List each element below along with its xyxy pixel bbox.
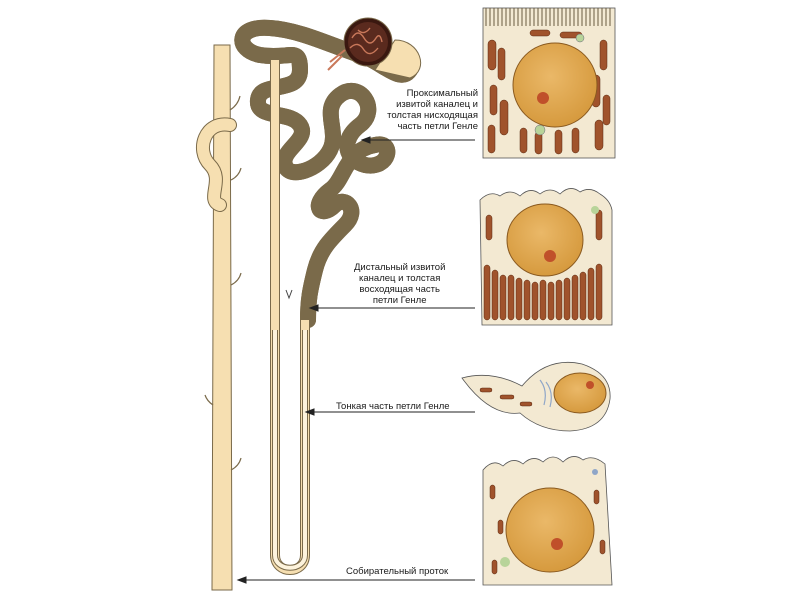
leader-proximal xyxy=(360,136,475,144)
distal-cell-illustration xyxy=(479,188,613,326)
leader-distal xyxy=(308,304,475,312)
leader-thin xyxy=(304,408,475,416)
label-thin-limb: Тонкая часть петли Генле xyxy=(336,401,450,412)
loop-of-henle xyxy=(270,60,310,575)
label-distal: Дистальный извитой каналец и толстая вос… xyxy=(354,262,446,306)
leader-collecting xyxy=(236,576,475,584)
thin-limb-cell-illustration xyxy=(461,361,611,432)
label-proximal: Проксимальный извитой каналец и толстая … xyxy=(387,88,478,132)
label-collecting-duct: Собирательный проток xyxy=(346,566,449,577)
convoluted-tubule xyxy=(242,28,418,320)
glomerulus xyxy=(327,17,422,79)
collecting-duct-cell-illustration xyxy=(482,456,613,586)
proximal-cell-illustration xyxy=(482,7,616,159)
connecting-tubule xyxy=(195,117,237,212)
